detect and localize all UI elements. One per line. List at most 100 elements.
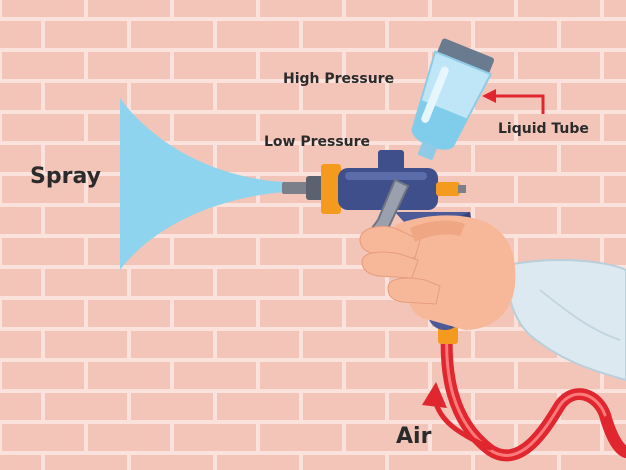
brick	[561, 83, 626, 110]
spray-cone	[120, 98, 285, 270]
brick	[174, 238, 256, 265]
brick	[303, 83, 385, 110]
brick	[131, 269, 213, 296]
brick	[2, 362, 84, 389]
orange-collar	[321, 164, 341, 214]
brick	[389, 455, 471, 470]
brick	[88, 362, 170, 389]
brick	[303, 145, 385, 172]
brick	[45, 207, 127, 234]
brick	[260, 114, 342, 141]
brick	[2, 300, 84, 327]
air-label: Air	[396, 424, 432, 449]
finger-3	[387, 277, 441, 305]
brick	[260, 0, 342, 17]
brick	[217, 83, 299, 110]
low-pressure-label: Low Pressure	[264, 134, 371, 150]
brick	[346, 0, 428, 17]
liquid-tube-label: Liquid Tube	[498, 121, 589, 137]
brick	[45, 269, 127, 296]
brick	[0, 269, 41, 296]
brick	[518, 176, 600, 203]
brick	[303, 393, 385, 420]
brick	[303, 21, 385, 48]
brick	[2, 238, 84, 265]
brick	[217, 455, 299, 470]
liquid-tube-arrow-head	[482, 89, 496, 103]
brick	[174, 114, 256, 141]
brick	[131, 331, 213, 358]
brick	[0, 21, 41, 48]
brick	[561, 207, 626, 234]
brick	[174, 300, 256, 327]
thumb	[410, 220, 465, 242]
brick	[0, 145, 41, 172]
brick	[217, 145, 299, 172]
brick	[475, 145, 557, 172]
brick	[346, 362, 428, 389]
brick	[131, 455, 213, 470]
brick	[174, 52, 256, 79]
liquid-tube-arrow	[494, 94, 545, 114]
brick	[518, 114, 600, 141]
sleeve	[506, 259, 626, 382]
brick	[346, 424, 428, 451]
brick	[88, 0, 170, 17]
brick	[475, 21, 557, 48]
brick	[88, 300, 170, 327]
brick	[174, 424, 256, 451]
brick	[88, 52, 170, 79]
brick	[131, 21, 213, 48]
brick	[561, 145, 626, 172]
brick	[131, 83, 213, 110]
brick	[217, 21, 299, 48]
brick	[475, 393, 557, 420]
brick	[604, 176, 626, 203]
brick	[260, 52, 342, 79]
brick	[518, 0, 600, 17]
brick	[174, 362, 256, 389]
brick	[174, 0, 256, 17]
brick	[0, 207, 41, 234]
brick	[432, 0, 514, 17]
finger-2	[361, 251, 419, 279]
rear-stem	[458, 185, 466, 193]
high-pressure-label: High Pressure	[283, 71, 395, 87]
brick	[88, 424, 170, 451]
brick	[518, 52, 600, 79]
brick	[389, 331, 471, 358]
brick	[303, 455, 385, 470]
brick	[45, 83, 127, 110]
brick	[604, 52, 626, 79]
air-hose-highlight	[445, 328, 607, 457]
brick	[260, 424, 342, 451]
sleeve-fold	[539, 289, 621, 341]
brick	[217, 269, 299, 296]
nozzle-base	[306, 176, 324, 200]
rear-knob	[436, 182, 460, 196]
nozzle-tip	[282, 182, 310, 194]
brick	[260, 300, 342, 327]
brick	[217, 331, 299, 358]
brick	[45, 455, 127, 470]
brick	[45, 21, 127, 48]
cup-connector	[378, 150, 404, 172]
finger-1	[359, 226, 421, 259]
brick	[260, 238, 342, 265]
brick	[131, 393, 213, 420]
brick	[217, 207, 299, 234]
brick	[2, 424, 84, 451]
brick	[0, 455, 41, 470]
brick	[604, 114, 626, 141]
brick	[561, 455, 626, 470]
brick	[2, 0, 84, 17]
brick	[604, 0, 626, 17]
air-arrow-head	[422, 382, 447, 408]
brick	[217, 393, 299, 420]
brick	[2, 176, 84, 203]
brick	[604, 238, 626, 265]
brick	[45, 331, 127, 358]
brick	[346, 52, 428, 79]
